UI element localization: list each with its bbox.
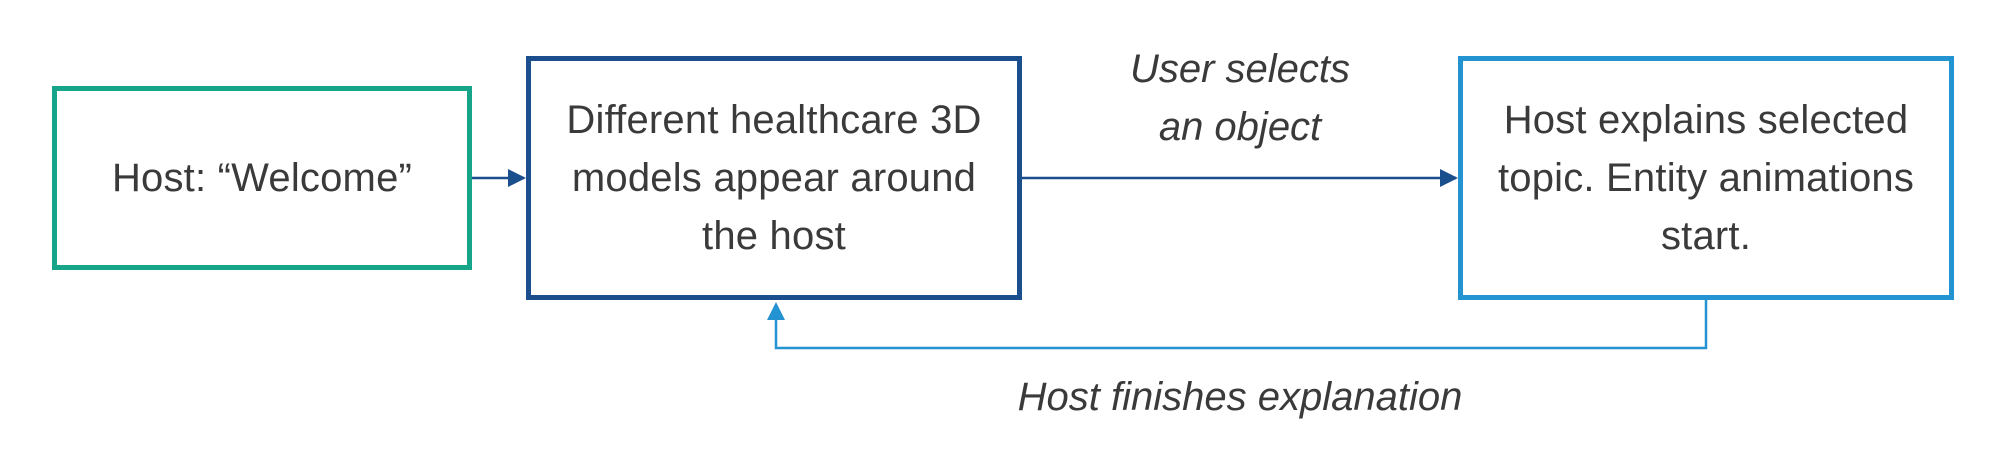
edge-label-user-selects-line1: User selects <box>1129 47 1351 91</box>
node-healthcare-models: Different healthcare 3D models appear ar… <box>526 56 1022 300</box>
node-host-explains: Host explains selected topic. Entity ani… <box>1458 56 1954 300</box>
arrowhead-welcome-to-models <box>508 169 526 187</box>
arrow-explains-back-to-models <box>774 300 1708 350</box>
node-host-welcome-label: Host: “Welcome” <box>111 156 413 200</box>
node-healthcare-models-label: Different healthcare 3D models appear ar… <box>566 98 982 258</box>
arrowhead-explains-back-to-models <box>767 302 785 320</box>
node-host-welcome: Host: “Welcome” <box>52 86 472 270</box>
edge-label-host-finishes: Host finishes explanation <box>1017 375 1463 419</box>
node-host-explains-label: Host explains selected topic. Entity ani… <box>1497 98 1915 258</box>
arrowhead-models-to-explains <box>1440 169 1458 187</box>
edge-label-user-selects: User selects an object <box>1100 40 1380 156</box>
edge-label-user-selects-line2: an object <box>1158 105 1322 149</box>
